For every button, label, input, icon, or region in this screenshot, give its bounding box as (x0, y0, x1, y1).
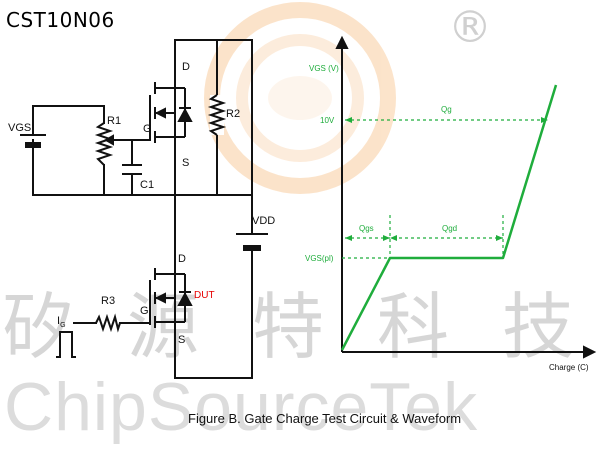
wire-r2-to-vdd (216, 39, 253, 235)
bottom-fet-gate-label: G (140, 305, 149, 317)
ig-label: IG (57, 315, 66, 329)
waveform-arrowheads (345, 117, 548, 241)
r3-label: R3 (101, 295, 115, 307)
watermark-logo-core (268, 76, 332, 120)
level-plateau-label: VGS(pl) (305, 254, 334, 263)
vdd-label: VDD (252, 215, 275, 227)
c1-label: C1 (140, 179, 154, 191)
watermark-cn-5: 技 (502, 285, 574, 369)
qg-label: Qg (441, 105, 452, 114)
x-axis-label: Charge (C) (549, 363, 589, 372)
vgs-label: VGS (8, 122, 31, 134)
bottom-mosfet-symbol (149, 268, 193, 328)
vdd-source-symbol (236, 233, 268, 251)
watermark-en: ChipSourceTek (4, 369, 478, 445)
r1-potentiometer-symbol (94, 122, 116, 166)
ig-pulse-symbol (56, 331, 76, 358)
watermark-logo-inner-ring (236, 34, 364, 162)
bottom-fet-drain-label: D (178, 253, 186, 265)
waveform-annotations (342, 119, 548, 259)
figure-caption: Figure B. Gate Charge Test Circuit & Wav… (188, 411, 462, 426)
waveform-labels: VGS (V) 10V Qg Qgs Qgd VGS(pl) (305, 64, 457, 263)
part-number-title: CST10N06 (6, 8, 115, 32)
top-fet-gate-label: G (143, 123, 152, 135)
watermark-cn-3: 特 (252, 285, 324, 369)
ig-label-main: I (57, 315, 60, 327)
waveform-axes (335, 35, 597, 359)
r1-label: R1 (107, 115, 121, 127)
watermark-logo (204, 2, 396, 194)
vgs-waveform-trace (340, 84, 558, 351)
top-mosfet-symbol (149, 82, 193, 143)
level-10v-label: 10V (320, 116, 335, 125)
top-fet-source-label: S (182, 157, 189, 169)
r2-resistor-symbol (207, 94, 227, 136)
top-fet-drain-label: D (182, 61, 190, 73)
r2-label: R2 (226, 108, 240, 120)
circuit-labels: D G S VGS R1 C1 R2 VDD D G S DUT R3 IG (8, 61, 275, 346)
qgs-label: Qgs (359, 224, 374, 233)
c1-capacitor-symbol (122, 164, 142, 175)
bottom-fet-source-label: S (178, 334, 185, 346)
qgd-label: Qgd (442, 224, 457, 233)
wire-bottom-return (174, 251, 253, 379)
waveform-y-axis-arrow (335, 35, 349, 49)
watermark-cn-4: 科 (377, 285, 449, 369)
vgs-source-symbol (20, 134, 46, 148)
watermark-registered-mark: ® (448, 2, 492, 53)
watermark: ® 矽 源 特 科 技 ChipSourceTek (2, 2, 574, 445)
watermark-cn-1: 矽 (2, 285, 74, 369)
ig-label-sub: G (60, 322, 65, 329)
test-circuit (32, 39, 253, 379)
dut-label: DUT (194, 290, 215, 301)
waveform-x-axis-arrow (583, 345, 597, 359)
wire-vgs-to-r1 (32, 105, 105, 124)
y-axis-label: VGS (V) (309, 64, 339, 73)
r3-resistor-symbol (95, 313, 121, 333)
